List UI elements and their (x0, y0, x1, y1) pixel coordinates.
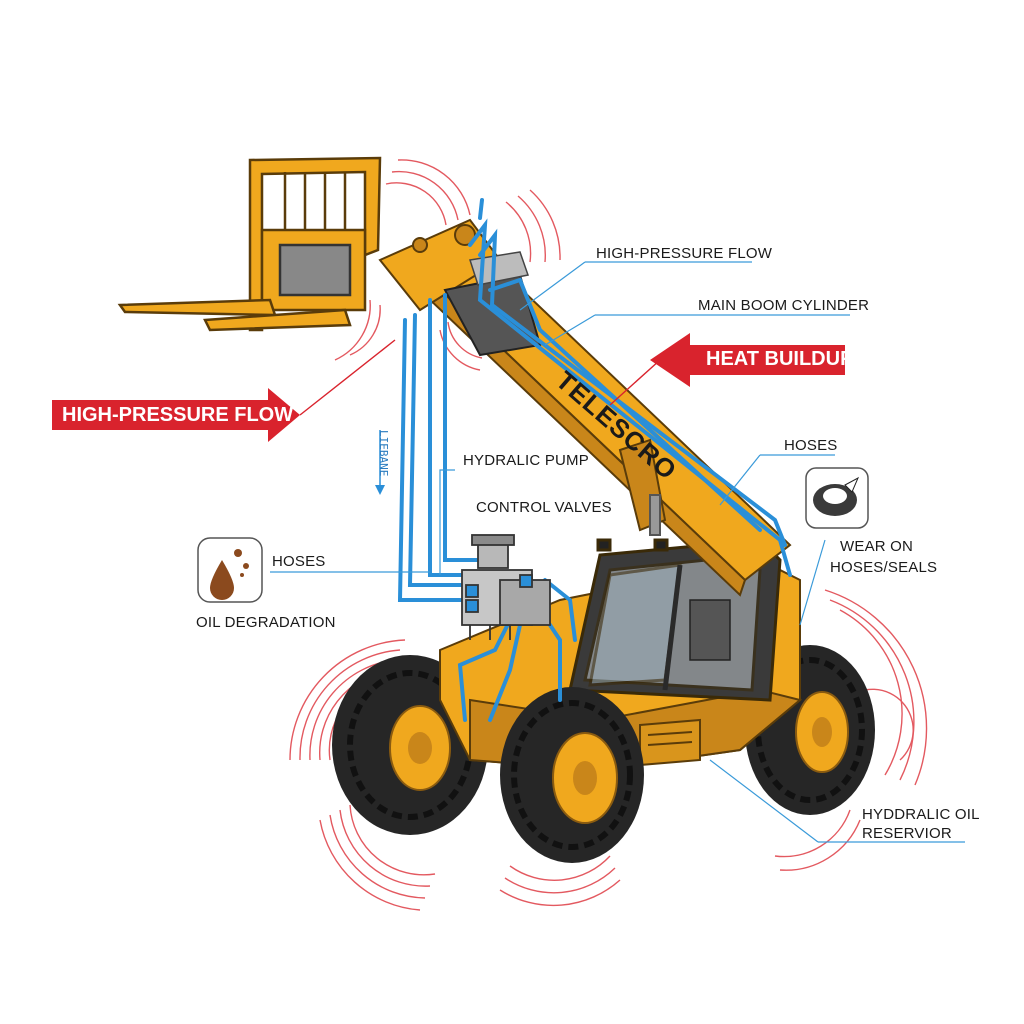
high-pressure-flow-left-arrow (52, 339, 396, 442)
label-hoses-right: HOSES (784, 437, 838, 454)
seal-wear-icon (805, 467, 869, 529)
label-high-pressure-flow-top: HIGH-PRESSURE FLOW (596, 245, 773, 262)
label-hoses-left: HOSES (272, 553, 326, 570)
label-high-pressure-flow-left: HIGH-PRESSURE FLOW (62, 404, 294, 426)
vibration-arcs (289, 159, 928, 911)
label-oil-degradation: OIL DEGRADATION (196, 614, 336, 631)
label-main-boom-cylinder: MAIN BOOM CYLINDER (698, 297, 870, 314)
oil-drop-icon (197, 537, 263, 603)
label-wear-on: WEAR ON (840, 538, 914, 555)
hydraulic-pump-valve-block (461, 534, 551, 640)
heat-buildup-arrow (609, 333, 845, 406)
label-hydraulic-oil: HYDDRALIC OIL (862, 806, 980, 823)
fork-carriage (117, 156, 382, 332)
main-boom-cylinder (443, 251, 542, 357)
hydraulic-hoses (397, 198, 792, 722)
callout-lines (270, 261, 965, 843)
label-control-valves: CONTROL VALVES (476, 499, 612, 516)
vertical-flow-label: LIEBANE (377, 430, 390, 477)
label-hoses-seals: HOSES/SEALS (830, 559, 938, 576)
flow-direction-arrow (375, 430, 385, 495)
label-reservoir: RESERVIOR (862, 825, 952, 842)
front-left-wheel (500, 687, 644, 863)
label-hydraulic-pump: HYDRALIC PUMP (463, 452, 589, 469)
operator-cab (568, 538, 782, 702)
label-heat-buildup: HEAT BUILDUP (706, 348, 854, 370)
